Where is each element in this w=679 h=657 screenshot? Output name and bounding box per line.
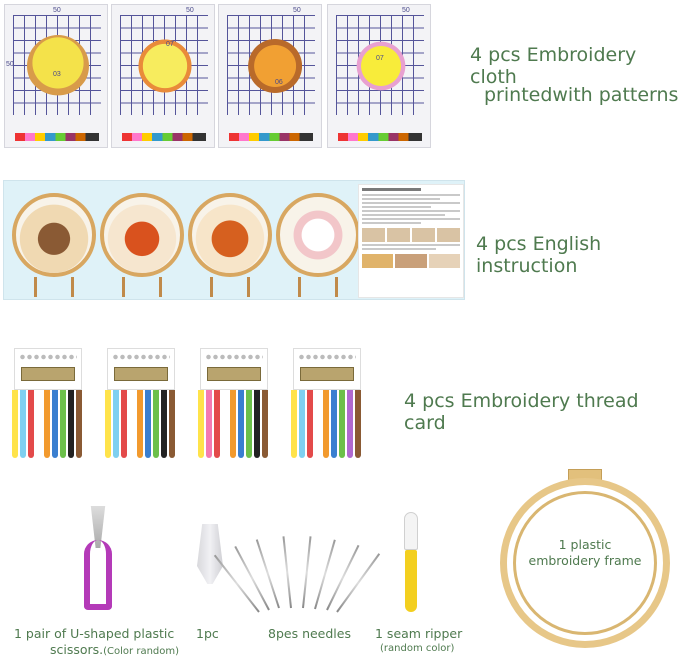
hedgehog-pattern [27, 35, 89, 97]
fox-pattern [134, 35, 196, 97]
scissors-blades [90, 506, 106, 548]
stitch-thumbnails [362, 254, 460, 268]
scissors-handle [84, 540, 112, 610]
cloth-top-number: 50 [293, 7, 301, 14]
cloth-center-number: 06 [275, 79, 283, 86]
text-line [362, 248, 436, 250]
frame-label-line2: embroidery frame [528, 553, 642, 568]
needle-threader [197, 524, 223, 584]
color-swatches [122, 133, 206, 141]
thread-card [293, 348, 361, 390]
hoop-stand [210, 277, 250, 297]
scissors-caption-line1: 1 pair of U-shaped plastic [14, 626, 175, 641]
threader-caption: 1pc [196, 626, 219, 641]
stitch-thumbnails [362, 228, 460, 242]
cloth-center-number: 03 [53, 71, 61, 78]
cloth-fox: 50 07 [111, 4, 215, 148]
seam-ripper-handle [405, 550, 417, 612]
seam-ripper-caption-note: (random color) [380, 643, 455, 654]
rabbit-pattern [350, 35, 412, 97]
thread-bundle [194, 390, 278, 462]
cloth-label-line1: 4 pcs Embroidery cloth [470, 44, 637, 88]
thread-bundle [101, 390, 185, 462]
text-line [362, 210, 460, 212]
text-line [362, 214, 446, 216]
cloth-rabbit: 50 07 [327, 4, 431, 148]
text-line [362, 218, 460, 220]
text-line [362, 206, 431, 208]
text-line [362, 244, 460, 246]
thread-card [200, 348, 268, 390]
color-swatches [229, 133, 313, 141]
instruction-title-line [362, 188, 421, 191]
cloth-top-number: 50 [53, 7, 61, 14]
fox-hoop [100, 193, 184, 277]
color-swatches [15, 133, 99, 141]
needle [255, 539, 280, 609]
cloth-hedgehog: 50 50 03 [4, 4, 108, 148]
seam-ripper-cap [404, 512, 418, 550]
squirrel-pattern [241, 35, 303, 97]
cloth-top-number: 50 [186, 7, 194, 14]
cloth-center-number: 07 [166, 41, 174, 48]
hedgehog-hoop [12, 193, 96, 277]
text-line [362, 194, 460, 196]
cloth-label-line2: printedwith patterns [484, 84, 679, 106]
thread-card [14, 348, 82, 390]
cloth-top-number: 50 [402, 7, 410, 14]
rabbit-hoop [276, 193, 360, 277]
thread-card [107, 348, 175, 390]
hoop-stand [122, 277, 162, 297]
needle [282, 536, 292, 609]
seam-ripper-caption: 1 seam ripper [375, 626, 463, 641]
cloth-side-number: 50 [6, 61, 14, 68]
thread-card-label: 4 pcs Embroidery thread card [404, 390, 639, 434]
scissors-caption-line2: scissors.(Color random) [50, 642, 179, 657]
needle [302, 536, 312, 609]
cloth-center-number: 07 [376, 55, 384, 62]
color-swatches [338, 133, 422, 141]
hoop-stand [298, 277, 338, 297]
embroidery-frame [500, 478, 670, 648]
scissors-caption-text: scissors. [50, 642, 104, 657]
needle [336, 553, 381, 613]
hoop-stand [34, 277, 74, 297]
squirrel-hoop [188, 193, 272, 277]
scissors-caption-note: (Color random) [103, 646, 180, 657]
text-line [362, 198, 441, 200]
thread-bundle [8, 390, 92, 462]
thread-bundle [287, 390, 371, 462]
cloth-squirrel: 50 06 [218, 4, 322, 148]
frame-label-line1: 1 plastic [558, 537, 612, 552]
instruction-sheet [358, 184, 464, 298]
text-line [362, 202, 460, 204]
instruction-label: 4 pcs English instruction [476, 233, 602, 277]
text-line [362, 222, 421, 224]
needles-caption: 8pes needles [268, 626, 351, 641]
